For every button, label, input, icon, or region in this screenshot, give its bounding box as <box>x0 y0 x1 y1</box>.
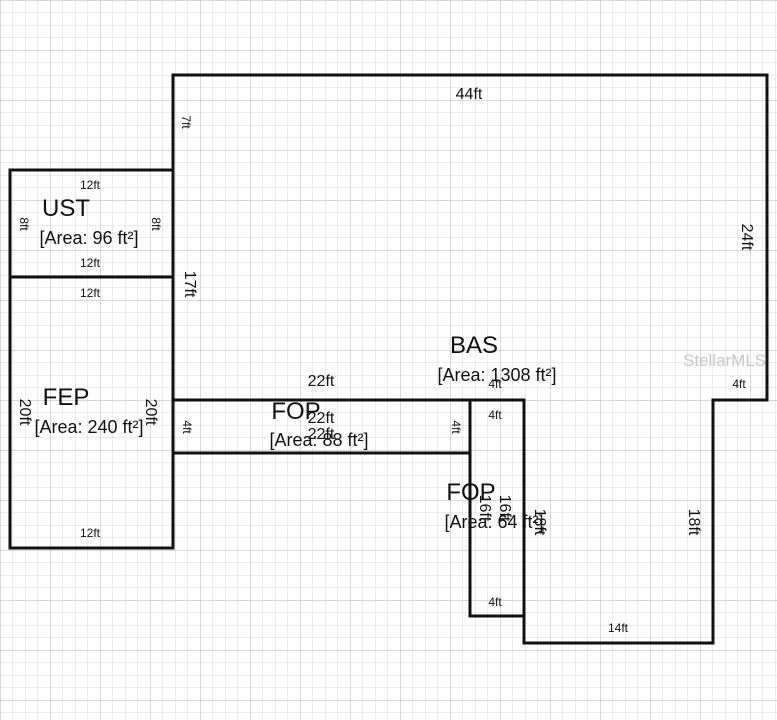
dim-fop1-bottom: 22ft <box>308 426 335 443</box>
dim-wing-left: 18ft <box>531 509 548 536</box>
bas-code: BAS <box>450 332 498 359</box>
fop1-area: [Area: 88 ft²] <box>269 430 368 450</box>
dim-bas-left-mid: 17ft <box>181 271 198 298</box>
dim-ust-right: 8ft <box>149 217 163 231</box>
dim-fop2-top: 4ft <box>488 408 502 422</box>
dim-bas-right-upper: 24ft <box>738 224 755 251</box>
bas-outline <box>171 73 769 645</box>
dim-bas-left-upper: 7ft <box>179 115 193 129</box>
ust-area: [Area: 96 ft²] <box>39 228 138 248</box>
dim-fop1-left: 4ft <box>180 420 194 434</box>
fop2-code: FOP <box>446 479 495 506</box>
dim-bas-top: 44ft <box>456 86 483 103</box>
fep-outline <box>8 275 175 550</box>
fop2-area: [Area: 64 ft²] <box>444 512 543 532</box>
fop2-outline <box>468 398 526 618</box>
dim-fop2-left: 16ft <box>476 495 493 522</box>
fop1-code: FOP <box>271 398 320 425</box>
dim-fop1-top: 22ft <box>308 410 335 427</box>
ust-code: UST <box>42 195 90 222</box>
dim-bas-notch-right: 4ft <box>732 377 746 391</box>
dim-fep-top: 12ft <box>80 286 101 300</box>
dim-fop2-right: 16ft <box>496 495 513 522</box>
fep-area: [Area: 240 ft²] <box>34 417 143 437</box>
dim-ust-top: 12ft <box>80 178 101 192</box>
dim-bas-wing-bottom: 14ft <box>608 621 629 635</box>
dim-bas-inner-bottom: 22ft <box>308 373 335 390</box>
dim-ust-bottom: 12ft <box>80 256 101 270</box>
dim-fop2-bottom: 4ft <box>488 595 502 609</box>
dim-fep-right: 20ft <box>142 399 159 426</box>
dim-ust-left: 8ft <box>17 217 31 231</box>
dim-bas-notch-left: 4ft <box>488 377 502 391</box>
dim-bas-wing-right: 18ft <box>685 509 702 536</box>
watermark: StellarMLS <box>683 351 766 370</box>
dim-fep-bottom: 12ft <box>80 526 101 540</box>
fep-code: FEP <box>43 384 90 411</box>
dim-fep-left: 20ft <box>16 399 33 426</box>
dim-fop1-right: 4ft <box>449 420 463 434</box>
bas-area: [Area: 1308 ft²] <box>437 365 556 385</box>
